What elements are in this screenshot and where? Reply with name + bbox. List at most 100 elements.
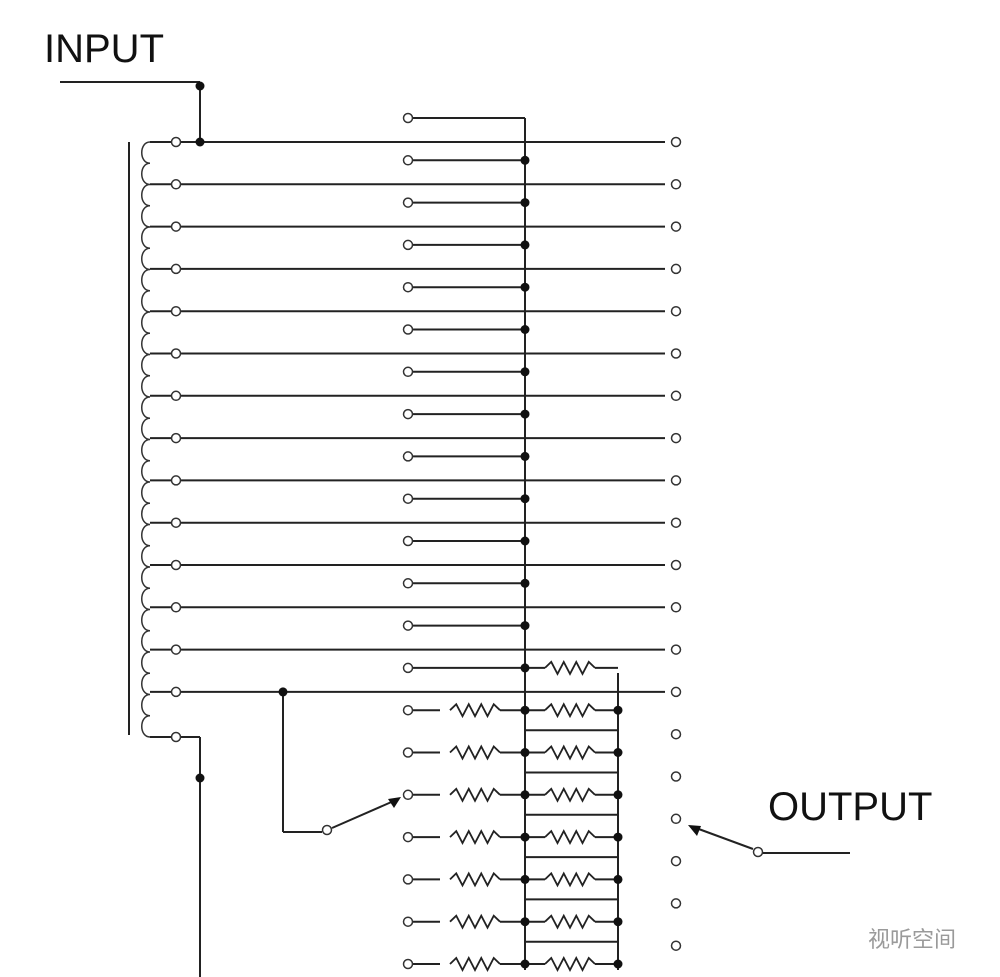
terminal: [670, 771, 682, 782]
terminal: [670, 179, 682, 190]
terminal: [170, 263, 182, 275]
junction-dots: [195, 81, 701, 969]
terminal: [402, 789, 414, 801]
terminal: [670, 475, 682, 486]
terminal: [170, 644, 182, 655]
resistor: [544, 659, 596, 676]
junction-dot: [520, 536, 530, 546]
output-label: OUTPUT: [768, 785, 932, 829]
terminal: [402, 916, 414, 927]
terminal: [170, 559, 182, 571]
terminal: [170, 602, 182, 613]
junction-dot: [520, 155, 530, 165]
resistor: [544, 786, 596, 803]
junction-dot: [520, 494, 530, 504]
junction-dot: [520, 578, 530, 588]
resistor: [449, 829, 501, 846]
junction-dot: [195, 137, 205, 147]
resistor: [544, 829, 596, 846]
terminals: [170, 112, 764, 970]
watermark: 视听空间: [868, 928, 956, 953]
junction-dot: [520, 959, 530, 969]
terminal: [170, 686, 182, 698]
junction-dot: [520, 705, 530, 715]
terminal: [170, 731, 182, 743]
input-label: INPUT: [44, 27, 164, 71]
junction-dot: [520, 874, 530, 884]
junction-dot: [520, 451, 530, 461]
resistor: [449, 744, 501, 761]
terminal: [170, 348, 182, 359]
terminal: [402, 197, 414, 208]
terminal: [402, 239, 414, 251]
junction-dot: [520, 367, 530, 377]
terminal: [402, 958, 414, 970]
terminal: [670, 855, 682, 867]
junction-dot: [195, 773, 205, 783]
terminal: [402, 366, 414, 378]
terminal: [670, 644, 682, 655]
terminal: [402, 112, 414, 124]
terminal: [170, 390, 182, 402]
junction-dot: [613, 748, 623, 757]
terminal: [670, 221, 682, 232]
junction-dot: [520, 409, 530, 419]
resistor: [544, 956, 596, 972]
terminal: [402, 620, 414, 631]
terminal: [670, 686, 682, 698]
terminal: [170, 517, 182, 528]
junction-dot: [520, 282, 530, 292]
terminal: [402, 831, 414, 843]
terminal: [402, 747, 414, 758]
terminal: [670, 432, 682, 444]
terminal: [170, 305, 182, 317]
resistor: [544, 913, 596, 930]
terminal: [402, 578, 414, 589]
junction-dot: [520, 790, 530, 800]
terminal: [170, 432, 182, 444]
terminal: [670, 813, 682, 825]
terminal: [670, 559, 682, 571]
terminal: [670, 305, 682, 317]
terminal: [170, 221, 182, 232]
output-arrowhead: [688, 825, 701, 836]
junction-dot: [613, 959, 623, 969]
resistor: [449, 913, 501, 930]
terminal: [402, 324, 414, 335]
terminal: [670, 263, 682, 275]
output-selector-arm: [695, 827, 754, 850]
junction-dot: [520, 325, 530, 334]
junction-dot: [520, 917, 530, 927]
terminal: [670, 517, 682, 528]
terminal: [170, 475, 182, 486]
terminal: [402, 493, 414, 504]
junction-dot: [520, 832, 530, 842]
junction-dot: [613, 832, 623, 842]
terminal: [402, 408, 414, 420]
terminal: [402, 662, 414, 674]
junction-dot: [613, 917, 623, 927]
terminal: [670, 390, 682, 402]
selector-arm: [331, 799, 397, 829]
junction-dot: [613, 874, 623, 884]
terminal: [170, 179, 182, 190]
junction-dot: [195, 81, 205, 91]
terminal: [670, 728, 682, 740]
terminal: [402, 704, 414, 716]
terminal: [402, 281, 414, 293]
resistor: [449, 871, 501, 888]
terminal: [402, 155, 414, 166]
junction-dot: [278, 687, 288, 697]
transformer-winding: [141, 141, 151, 738]
resistor: [449, 786, 501, 803]
junction-dot: [520, 748, 530, 757]
junction-dot: [613, 705, 623, 715]
resistor: [544, 744, 596, 761]
junction-dot: [520, 663, 530, 673]
resistor: [449, 702, 501, 719]
terminal: [402, 451, 414, 462]
junction-dot: [520, 240, 530, 250]
terminal: [670, 898, 682, 909]
wires: [60, 81, 850, 977]
